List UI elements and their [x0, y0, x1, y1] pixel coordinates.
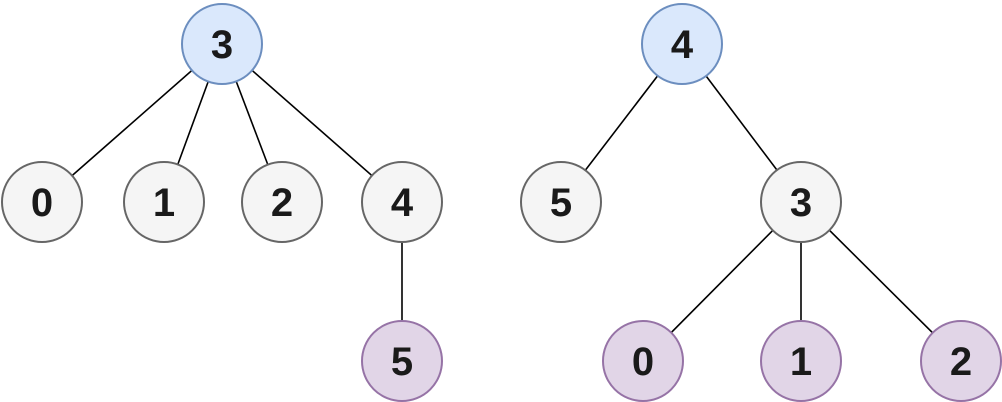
node-circle [641, 3, 723, 85]
node-label: 3 [211, 23, 233, 67]
tree-node-1: 1 [760, 320, 842, 402]
node-label: 3 [790, 181, 812, 225]
node-circle [361, 161, 443, 243]
tree-node-0: 0 [1, 161, 83, 243]
tree-node-4: 4 [361, 161, 443, 243]
left-tree: 3 0 1 2 4 5 [1, 3, 443, 402]
node-label: 5 [391, 340, 413, 384]
node-label: 1 [790, 340, 812, 384]
node-circle [241, 161, 323, 243]
node-label: 0 [632, 340, 654, 384]
tree-node-0: 0 [602, 320, 684, 402]
node-circle [602, 320, 684, 402]
node-label: 4 [671, 23, 694, 67]
node-circle [123, 161, 205, 243]
node-label: 2 [950, 340, 972, 384]
node-circle [520, 161, 602, 243]
node-circle [361, 320, 443, 402]
tree-node-4: 4 [641, 3, 723, 85]
node-circle [181, 3, 263, 85]
node-circle [760, 161, 842, 243]
node-circle [1, 161, 83, 243]
right-tree: 4 5 3 0 1 2 [520, 3, 1002, 402]
node-circle [760, 320, 842, 402]
node-label: 2 [271, 181, 293, 225]
tree-node-5: 5 [520, 161, 602, 243]
tree-node-5: 5 [361, 320, 443, 402]
node-circle [920, 320, 1002, 402]
tree-node-3: 3 [760, 161, 842, 243]
node-label: 1 [153, 181, 175, 225]
node-label: 0 [31, 181, 53, 225]
node-label: 4 [391, 181, 414, 225]
tree-node-2: 2 [241, 161, 323, 243]
tree-node-2: 2 [920, 320, 1002, 402]
node-label: 5 [550, 181, 572, 225]
tree-node-3: 3 [181, 3, 263, 85]
tree-node-1: 1 [123, 161, 205, 243]
